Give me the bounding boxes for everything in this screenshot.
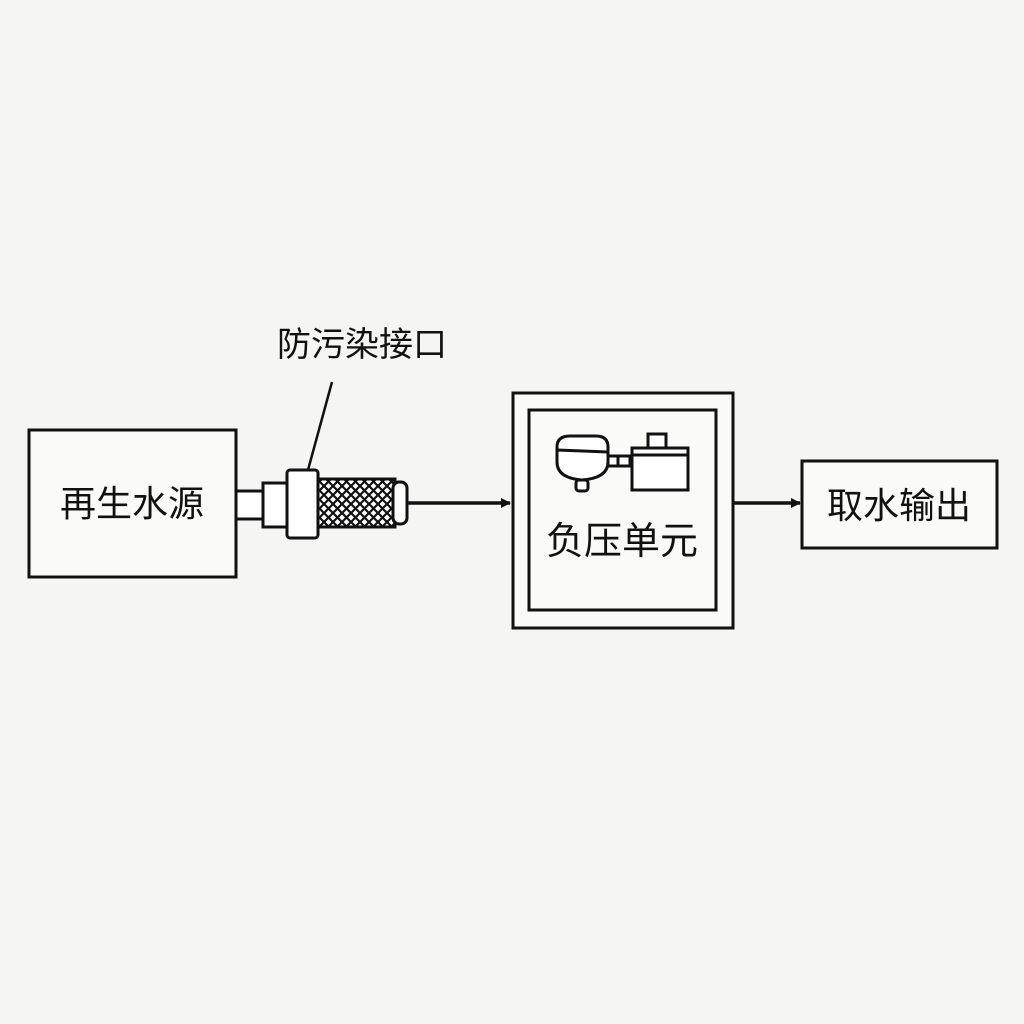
- interface-label: 防污染接口: [277, 325, 447, 365]
- negative-pressure-unit: 负压单元: [511, 391, 735, 630]
- pump-icon: [555, 434, 632, 493]
- output-box: 取水输出: [800, 459, 999, 550]
- leader-line: [306, 381, 334, 471]
- unit-label: 负压单元: [546, 519, 698, 563]
- flange: [285, 468, 320, 540]
- source-box: 再生水源: [27, 428, 238, 579]
- tank-icon: [630, 432, 690, 492]
- source-label: 再生水源: [60, 484, 204, 525]
- anti-contamination-interface: 防污染接口: [234, 325, 447, 540]
- connector: [261, 481, 291, 529]
- pipe: [234, 489, 266, 521]
- output-label: 取水输出: [827, 486, 971, 527]
- end-cap: [391, 480, 409, 526]
- mesh-filter-icon: [316, 477, 397, 529]
